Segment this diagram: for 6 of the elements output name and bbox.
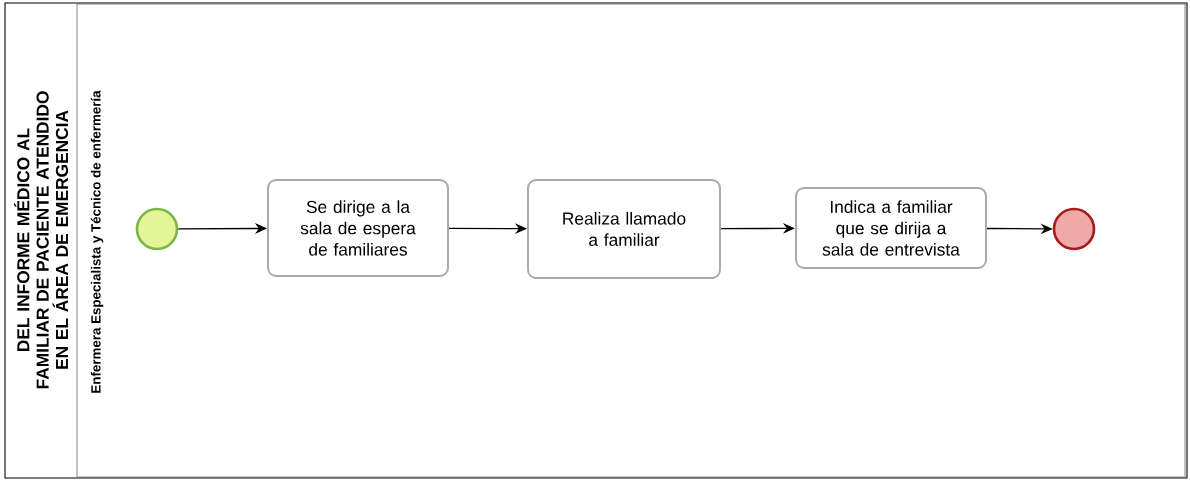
start-event-circle (135, 207, 179, 251)
task-box: Se dirige a la sala de espera de familiares (267, 179, 449, 277)
task-box: Realiza llamado a familiar (527, 179, 721, 279)
arrow (448, 223, 527, 234)
end-event-circle (1052, 207, 1096, 251)
task-box: Indica a familiar que se dirija a sala de entrevista (795, 187, 987, 269)
